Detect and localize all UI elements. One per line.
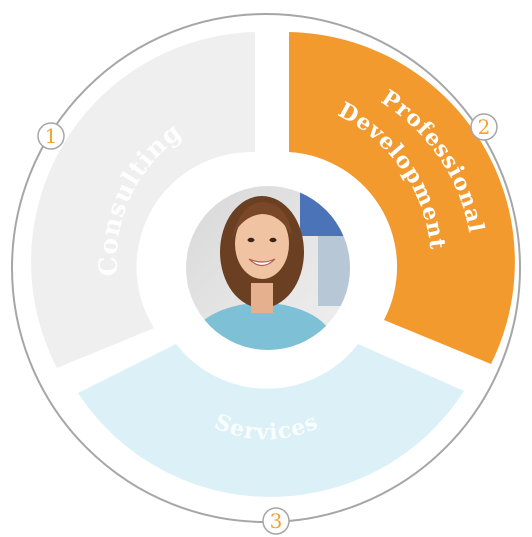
marker-2-text: 2: [478, 115, 491, 139]
marker-3[interactable]: 3: [262, 507, 290, 535]
marker-2[interactable]: 2: [470, 113, 498, 141]
marker-1-badge: [37, 122, 65, 150]
marker-3-text: 3: [270, 509, 283, 533]
marker-2-badge: [470, 113, 498, 141]
segment-consulting[interactable]: [31, 32, 256, 368]
marker-1-text: 1: [45, 124, 58, 148]
segment-services[interactable]: [78, 344, 464, 497]
marker-1[interactable]: 1: [37, 122, 65, 150]
segment-professional-development[interactable]: [289, 32, 515, 364]
marker-3-badge: [262, 507, 290, 535]
